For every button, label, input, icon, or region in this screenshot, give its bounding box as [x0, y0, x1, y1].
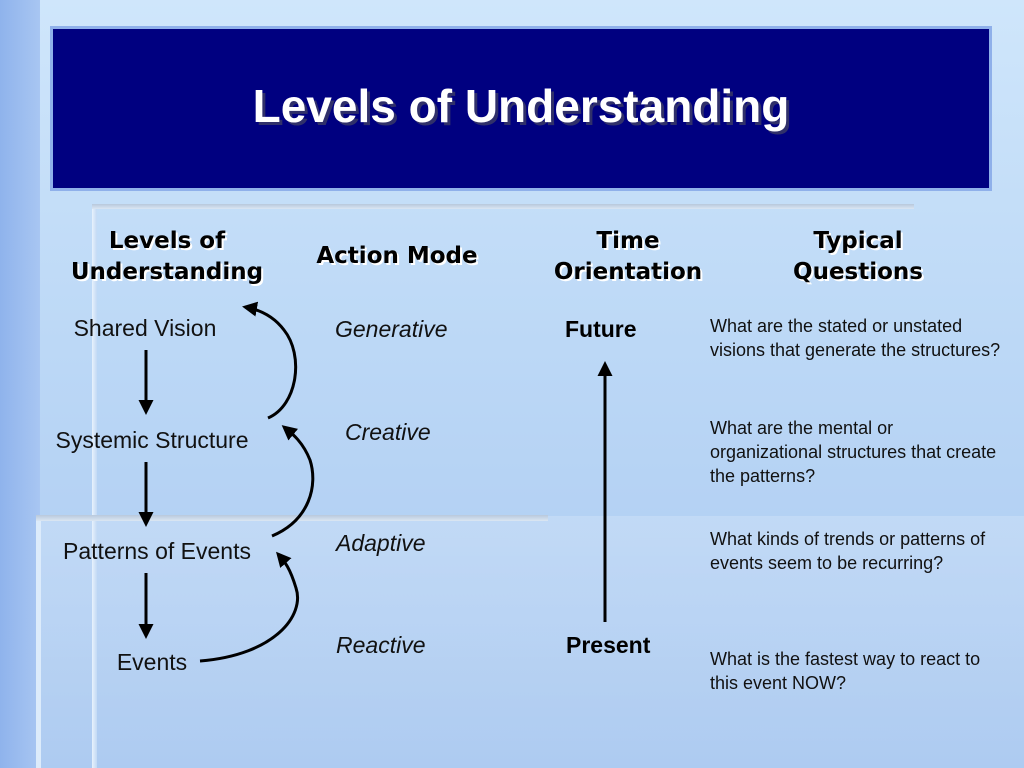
header-action-mode: Action Mode	[294, 241, 500, 272]
header-questions-line1: Typical	[813, 228, 903, 254]
lower-decor-panel	[36, 516, 1024, 768]
left-decor-strip	[0, 0, 40, 768]
curve-arrow-patterns-to-structure	[271, 425, 315, 538]
level-patterns-of-events: Patterns of Events	[63, 538, 251, 564]
mode-adaptive: Adaptive	[336, 530, 426, 556]
question-events: What is the fastest way to react to this…	[710, 649, 981, 693]
decor-horizontal-line-top	[92, 204, 914, 209]
mode-reactive: Reactive	[336, 632, 426, 658]
header-typical-questions: Typical Questions	[770, 226, 946, 288]
header-time-orientation: Time Orientation	[530, 226, 726, 288]
header-levels: Levels of Understanding	[50, 226, 284, 288]
header-time-line1: Time	[596, 228, 660, 254]
header-time-line2: Orientation	[553, 259, 703, 285]
level-systemic-structure: Systemic Structure	[55, 427, 249, 453]
question-systemic-structure: What are the mental or organizational st…	[710, 418, 997, 486]
header-action-mode-text: Action Mode	[316, 243, 478, 269]
question-shared-vision: What are the stated or unstated visions …	[710, 316, 1001, 360]
decor-vertical-line	[92, 205, 97, 768]
title-banner: Levels of Understanding	[50, 26, 992, 191]
mode-generative: Generative	[335, 316, 448, 342]
header-levels-line1: Levels of	[108, 228, 226, 254]
header-questions-line2: Questions	[793, 259, 923, 285]
slide-title: Levels of Understanding	[252, 80, 790, 132]
time-future: Future	[565, 316, 637, 342]
question-patterns-of-events: What kinds of trends or patterns of even…	[710, 529, 986, 573]
decor-horizontal-line-mid	[36, 515, 548, 521]
level-events: Events	[116, 649, 188, 675]
curve-arrow-structure-to-vision	[242, 301, 298, 420]
time-present: Present	[566, 632, 651, 658]
level-shared-vision: Shared Vision	[73, 315, 217, 341]
mode-creative: Creative	[345, 419, 431, 445]
curve-arrow-events-to-patterns	[199, 551, 299, 663]
header-levels-line2: Understanding	[70, 259, 264, 285]
